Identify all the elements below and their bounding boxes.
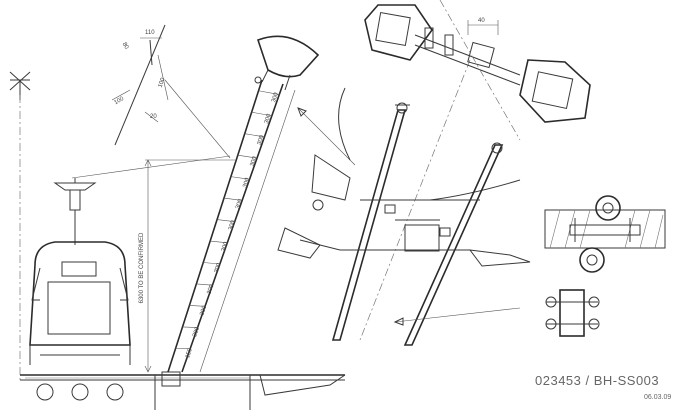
ladder-rung <box>230 176 250 180</box>
ladder-rung <box>217 219 235 222</box>
vertical-dimension: 6300 TO BE CONFIRMED <box>139 159 152 373</box>
lamp-lower-left <box>277 227 341 259</box>
dim-label-3: 100 <box>113 96 125 107</box>
ladder-rung <box>203 262 220 265</box>
ladder-rung <box>237 154 258 159</box>
ladder-spacing-label: 300 <box>221 241 230 253</box>
ladder-top-cap <box>254 35 320 91</box>
dim-label-4: 20 <box>150 114 157 120</box>
machine-front-view <box>29 178 131 401</box>
ladder-rung <box>182 326 198 328</box>
ladder-rung <box>189 305 206 307</box>
ladder-rung <box>210 240 228 244</box>
lamp-right <box>468 249 531 267</box>
drawing-reference-number: 023453 / BH-SS003 <box>535 373 660 388</box>
dim-label-5: 100 <box>158 76 167 88</box>
ladder-spacing-label: 300 <box>271 91 280 103</box>
lamp-upper <box>311 154 351 211</box>
ladder-spacing-label: 300 <box>199 305 208 317</box>
leader-line-1 <box>297 107 356 166</box>
clamp-section-detail <box>544 195 666 273</box>
ladder-spacing-label: 300 <box>207 283 216 295</box>
dim-label-6: 40 <box>478 18 485 24</box>
top-plan-view: 40 <box>364 0 591 141</box>
ladder-spacing-label: 150 <box>185 347 194 359</box>
leader-line-2 <box>394 307 521 323</box>
reference-line <box>71 155 231 179</box>
ladder-rung <box>258 90 280 95</box>
dim-label-1: 110 <box>145 30 155 36</box>
ladder-spacing-label: 300 <box>257 134 266 146</box>
left-post <box>331 102 410 341</box>
right-post <box>403 142 504 346</box>
ladder-rung <box>244 133 265 138</box>
ladder-rung <box>196 283 213 286</box>
ladder-rung <box>251 111 272 117</box>
ladder-spacing-label: 300 <box>264 113 273 125</box>
drawing-date: 06.03.09 <box>644 394 672 401</box>
base-deck <box>20 371 346 410</box>
ladder-rung <box>223 197 243 201</box>
ladder-spacing-label: 300 <box>192 326 201 338</box>
ladder-spacing-label: 300 <box>214 262 223 274</box>
junction-box <box>384 204 451 252</box>
ladder-spacing-label: 300 <box>228 219 237 231</box>
ladder-rungs: 300 300 300 300 300 300 300 300 300 300 300 300 150 <box>175 90 280 359</box>
sweep-arc <box>338 87 521 201</box>
bracket-detail <box>545 289 600 337</box>
ladder-spacing-label: 300 <box>242 177 251 189</box>
dim-label-2: 80 <box>121 42 130 51</box>
dimension-detail: 110 80 100 20 100 <box>111 24 231 159</box>
ladder-spacing-label: 300 <box>250 155 259 167</box>
inclined-ladder <box>167 79 296 373</box>
ladder-spacing-label: 300 <box>235 198 244 210</box>
vertical-dimension-label: 6300 TO BE CONFIRMED <box>139 232 145 303</box>
